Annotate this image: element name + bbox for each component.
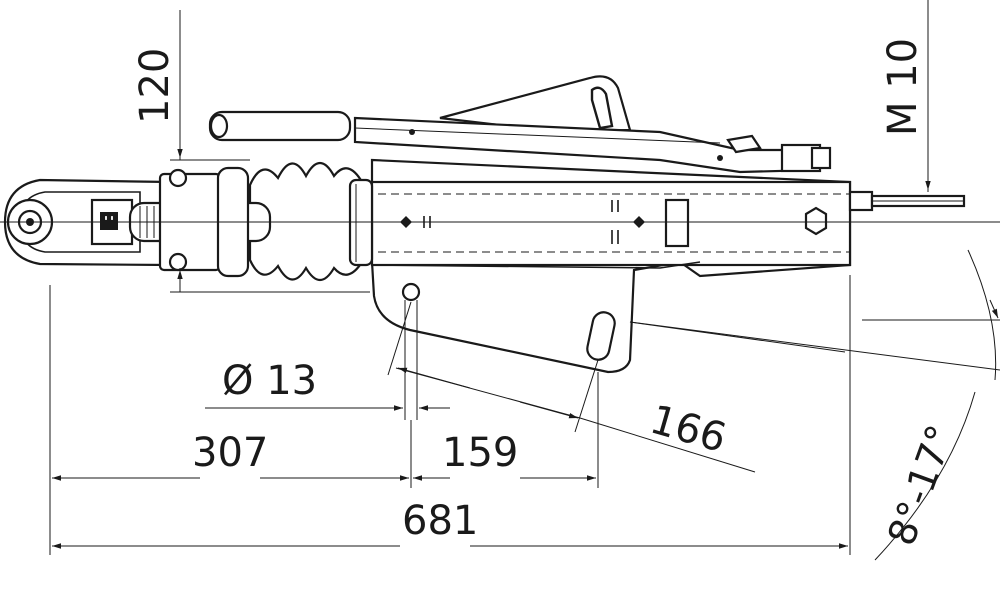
dim-dia13-label: Ø 13 [222,358,317,404]
dim-m10-label: M 10 [880,38,926,136]
dim-m10: M 10 [880,0,931,192]
dim-120-label: 120 [132,48,178,124]
dim-lengths: 307 159 681 [49,275,851,555]
dim-307-label: 307 [192,430,268,476]
dim-166-label: 166 [645,397,731,462]
dim-angle-label: 8°-17° [879,419,963,551]
dim-120: 120 [132,10,370,293]
overrun-coupling [3,75,966,374]
dim-159-label: 159 [442,430,518,476]
centre-lines [0,221,1000,223]
coupling-housing [370,158,966,374]
dim-681-label: 681 [402,498,478,544]
handbrake-lever [208,75,832,174]
